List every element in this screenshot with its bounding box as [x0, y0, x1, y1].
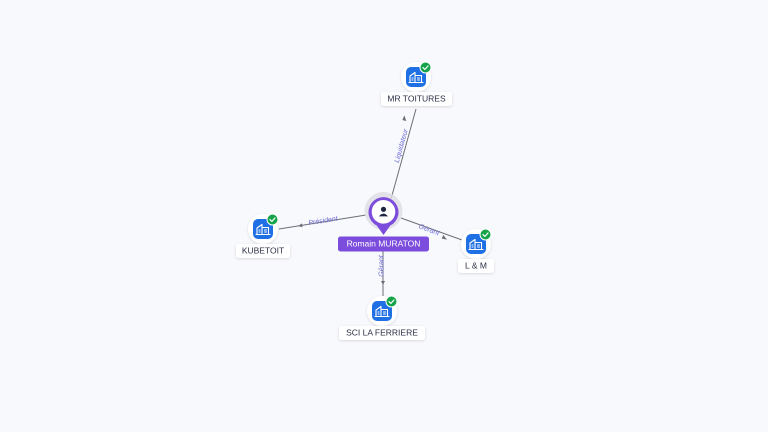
check-icon — [482, 232, 489, 237]
company-name: MR TOITURES — [387, 94, 446, 104]
building-icon — [374, 305, 390, 318]
company-name: SCI LA FERRIERE — [346, 328, 418, 338]
verified-badge — [266, 213, 279, 226]
company-node-sci-la-ferriere[interactable]: SCI LA FERRIERE — [339, 295, 425, 340]
company-name: KUBETOIT — [242, 246, 284, 256]
company-name: L & M — [465, 261, 487, 271]
person-name: Romain MURATON — [347, 238, 421, 248]
verified-badge — [479, 228, 492, 241]
company-label-box — [381, 92, 452, 106]
check-icon — [388, 299, 395, 304]
edge-label-liquidateur: Liquidateur — [394, 128, 410, 164]
edge-president: Président — [278, 214, 367, 230]
person-label-box — [338, 236, 429, 252]
company-node-mr-toitures[interactable]: MR TOITURES — [381, 61, 452, 106]
edge-arrowhead — [402, 115, 407, 122]
edge-label-president: Président — [308, 215, 339, 227]
edge-label-gerant-sci: Gérant — [378, 254, 385, 276]
company-node-l-and-m[interactable]: L & M — [458, 228, 494, 273]
company-label-box — [339, 326, 425, 340]
building-icon — [255, 223, 271, 236]
edge-liquidateur: Liquidateur — [390, 108, 417, 200]
edge-gerant-sci: Gérant — [378, 250, 385, 296]
check-icon — [269, 217, 276, 222]
verified-badge — [385, 295, 398, 308]
building-icon — [408, 71, 424, 84]
person-icon — [378, 206, 389, 217]
building-icon — [468, 238, 484, 251]
edge-label-gerant-lm: Gérant — [418, 223, 441, 237]
edge-arrowhead — [441, 234, 447, 240]
edge-arrowhead — [298, 223, 303, 228]
company-node-kubetoit[interactable]: KUBETOIT — [236, 213, 290, 258]
company-label-box — [236, 244, 290, 258]
person-node[interactable]: Romain MURATON — [338, 192, 429, 252]
edge-arrowhead — [381, 281, 385, 285]
verified-badge — [419, 61, 432, 74]
check-icon — [422, 65, 429, 70]
company-label-box — [458, 259, 494, 273]
